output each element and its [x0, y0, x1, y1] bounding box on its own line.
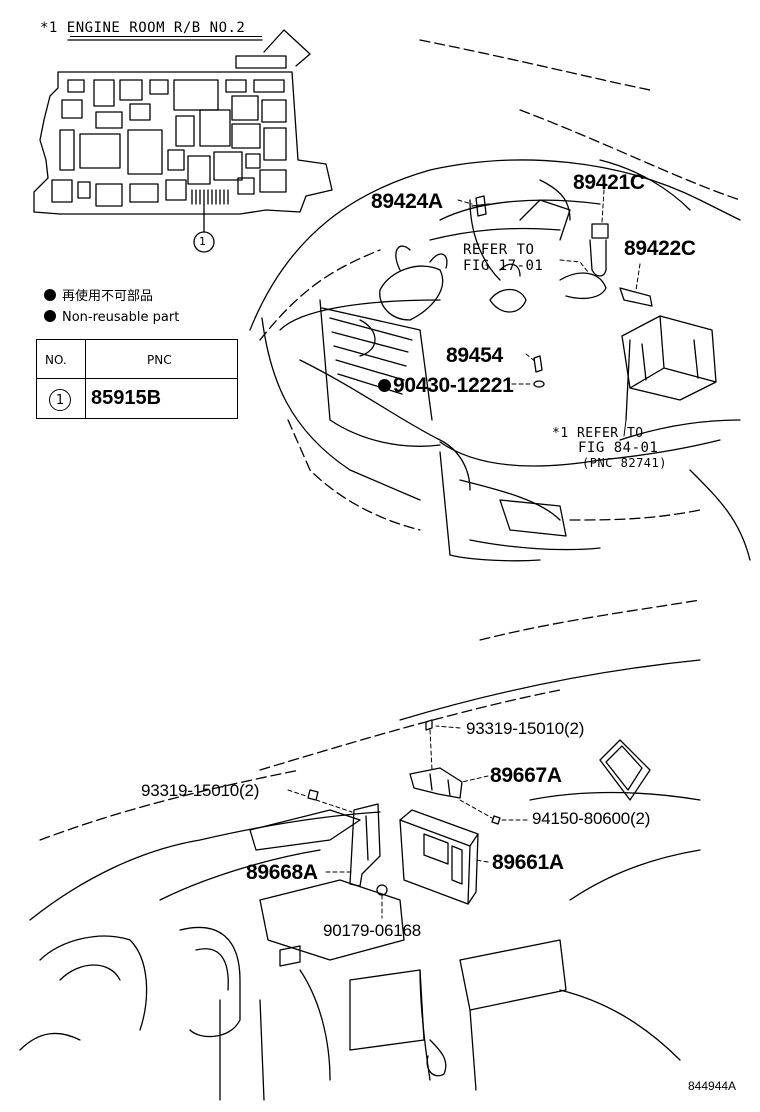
- part-label-94150: 94150-80600(2): [532, 809, 651, 828]
- pnc-table-col-pnc: PNC: [147, 353, 172, 367]
- refer-fig17-line2: FIG 17-01: [463, 258, 544, 274]
- non-reusable-dot-icon: [44, 289, 56, 301]
- leader-lines-top: [457, 189, 641, 437]
- refer-fig17-line1: REFER TO: [463, 242, 535, 258]
- pnc-table-row-no: 1: [49, 389, 71, 411]
- callout-number-1: 1: [199, 235, 206, 248]
- non-reusable-dot-icon: [44, 310, 56, 322]
- non-reusable-dot-icon: [378, 379, 391, 392]
- part-label-89661A: 89661A: [492, 851, 564, 874]
- part-label-89667A: 89667A: [490, 764, 562, 787]
- part-label-89421C: 89421C: [573, 171, 645, 194]
- part-label-89668A: 89668A: [246, 861, 318, 884]
- pnc-table-divider: [85, 340, 86, 418]
- part-label-89422C: 89422C: [624, 237, 696, 260]
- pnc-table-col-no: NO.: [45, 353, 67, 367]
- engine-room-underline: [70, 36, 262, 37]
- refer-fig84-line1: *1 REFER TO: [552, 426, 644, 441]
- relay-block-drawing: [33, 29, 333, 253]
- part-label-90430: 90430-12221: [378, 375, 514, 396]
- vehicle-front-drawing: [249, 39, 751, 562]
- part-label-89454: 89454: [446, 344, 503, 367]
- part-label-93319-left: 93319-15010(2): [141, 781, 260, 800]
- part-label-90179: 90179-06168: [323, 921, 422, 940]
- leader-lines-bottom: [287, 725, 529, 919]
- refer-fig84-line2: FIG 84-01: [578, 440, 659, 456]
- pnc-table-header: [37, 340, 237, 379]
- refer-fig84-line3: (PNC 82741): [582, 456, 667, 470]
- dashboard-drawing: [19, 599, 701, 1101]
- part-label-89424A: 89424A: [371, 190, 443, 213]
- engine-room-label: *1 ENGINE ROOM R/B NO.2: [40, 20, 246, 36]
- pnc-table: NO. PNC 1 85915B: [36, 339, 238, 419]
- legend-en: Non-reusable part: [44, 310, 179, 324]
- legend-jp: 再使用不可部品: [44, 289, 153, 303]
- part-label-93319-top: 93319-15010(2): [466, 719, 585, 738]
- pnc-table-row-pnc: 85915B: [91, 387, 162, 409]
- figure-id: 844944A: [688, 1079, 737, 1093]
